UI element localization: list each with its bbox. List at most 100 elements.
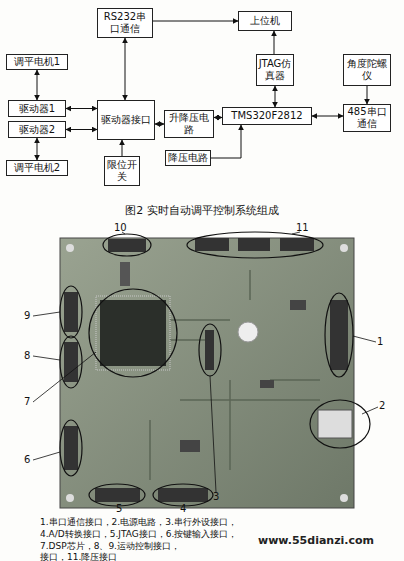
key-text: 7.DSP芯片，8、9.运动控制接口， — [40, 541, 180, 551]
key-text: 接口，11.降压接口 — [40, 552, 117, 561]
process-box: 驱动器1 — [8, 100, 66, 117]
callout-circle — [60, 420, 82, 476]
mount-hole — [66, 494, 74, 502]
connector-arrow — [367, 86, 368, 104]
process-box: 485串口通信 — [343, 104, 391, 132]
board — [60, 238, 354, 508]
key-text: 1.串口通信接口，2.电源电路，3.串行外设接口， — [40, 517, 237, 527]
leader-line — [33, 452, 60, 460]
callout-number: 9 — [24, 311, 30, 321]
box-text-group: 升降压电路 — [166, 112, 212, 136]
box-text-group: 调平电机2 — [14, 162, 60, 174]
process-box: 驱动器接口 — [97, 100, 155, 140]
connector — [95, 488, 140, 502]
callout-number: 10 — [114, 223, 127, 233]
box-label: JTAG仿真器 — [258, 58, 292, 82]
box-text-group: TMS320F2812 — [231, 110, 302, 122]
box-label: 驱动器接口 — [101, 114, 151, 126]
box-text-group: 调平电机1 — [14, 56, 60, 68]
box-label: 升降压电路 — [166, 112, 212, 136]
component — [290, 300, 306, 310]
box-label: 上位机 — [250, 15, 280, 27]
leader-line — [33, 352, 96, 402]
figure-caption: 图2 实时自动调平控制系统组成 — [0, 203, 404, 218]
connector — [280, 238, 314, 251]
process-box: RS232串口通信 — [97, 8, 153, 38]
process-box: 上位机 — [238, 11, 292, 31]
power-jack — [318, 410, 352, 438]
mount-hole — [340, 244, 348, 252]
process-box: 升降压电路 — [164, 110, 214, 138]
chip-pins — [96, 296, 170, 370]
box-text-group: 驱动器接口 — [101, 114, 151, 126]
callout-number: 8 — [24, 351, 30, 361]
connector-arrow — [66, 129, 97, 130]
box-label: 驱动器2 — [19, 124, 55, 136]
box-text-group: RS232串口通信 — [99, 11, 151, 35]
connector-arrow — [122, 140, 123, 156]
component — [120, 262, 130, 286]
callout-circle — [89, 484, 145, 506]
leader-line — [353, 336, 376, 342]
callout-circle — [60, 286, 82, 338]
box-text-group: JTAG仿真器 — [258, 58, 292, 82]
connector-arrow — [274, 31, 275, 54]
connector-arrow — [211, 125, 241, 158]
leader-line — [362, 407, 378, 414]
callout-number: 11 — [296, 223, 309, 233]
leader-line — [210, 376, 216, 492]
box-text-group: 驱动器1 — [19, 103, 55, 115]
process-box: JTAG仿真器 — [256, 54, 294, 86]
callout-circle — [310, 400, 370, 448]
dsp-chip — [100, 300, 166, 366]
callout-circle — [153, 484, 213, 506]
box-label: 调平电机1 — [14, 56, 60, 68]
box-text-group: 降压电路 — [168, 152, 208, 164]
callout-number: 7 — [24, 397, 30, 407]
box-text-group: 限位开关 — [106, 159, 138, 183]
leader-line — [33, 356, 60, 360]
connector-arrow — [37, 70, 38, 100]
leader-lines — [33, 232, 378, 492]
box-label: TMS320F2812 — [231, 110, 302, 122]
connector-arrow — [155, 124, 164, 125]
callout-circle — [187, 232, 323, 258]
callout-circle — [199, 324, 221, 376]
callout-number: 4 — [180, 504, 186, 514]
component — [180, 440, 200, 452]
box-text-group: 485串口通信 — [345, 106, 389, 130]
box-label: 角度陀螺仪 — [345, 58, 389, 82]
connector-arrow — [275, 86, 276, 107]
callout-circle — [89, 289, 177, 377]
process-box: 调平电机1 — [6, 54, 68, 70]
box-label: 驱动器1 — [19, 103, 55, 115]
connector-arrow — [312, 116, 343, 117]
connector — [330, 300, 348, 370]
connector-arrow — [66, 108, 97, 109]
circuit-board — [60, 238, 354, 508]
header — [205, 330, 214, 370]
connector — [64, 426, 78, 470]
callout-number: 1 — [377, 337, 383, 347]
box-label: 485串口通信 — [345, 106, 389, 130]
callout-number: 3 — [213, 492, 219, 502]
process-box: 角度陀螺仪 — [343, 54, 391, 86]
callout-circle — [60, 336, 82, 388]
process-box: 驱动器2 — [8, 121, 66, 138]
connector — [238, 238, 270, 251]
connector — [158, 488, 208, 502]
connector-arrow — [37, 138, 38, 160]
watermark: www.55dianzi.com — [258, 536, 374, 546]
process-box: 调平电机2 — [6, 160, 68, 176]
callout-circle — [325, 293, 353, 377]
box-label: 降压电路 — [168, 152, 208, 164]
box-label: 限位开关 — [106, 159, 138, 183]
process-box: 降压电路 — [165, 150, 211, 166]
callout-number: 2 — [379, 401, 385, 411]
trace — [150, 270, 320, 480]
process-box: TMS320F2812 — [222, 107, 312, 125]
capacitor — [238, 322, 258, 342]
connector — [64, 292, 78, 332]
connector — [108, 239, 146, 252]
